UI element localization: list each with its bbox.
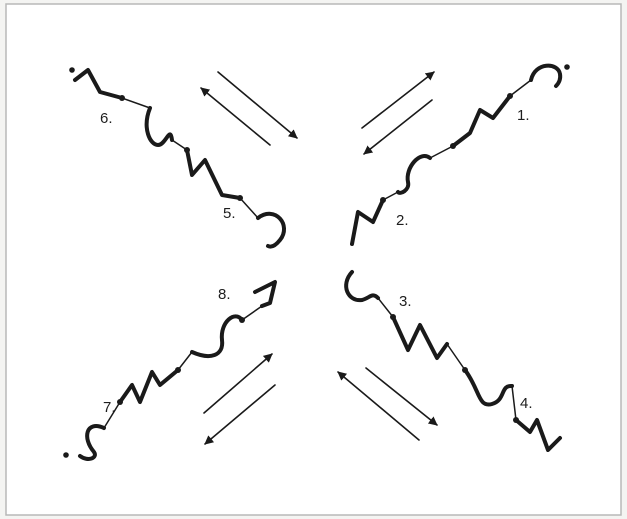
junction-dot [239,317,245,323]
junction-dot [462,367,468,373]
label-7: 7. [103,399,116,416]
junction-dot [513,417,519,423]
junction-dot [390,314,396,320]
junction-dot [237,195,243,201]
label-1: 1. [517,107,530,124]
junction-dot [380,197,386,203]
junction-dot [119,95,125,101]
chain-end-dot [63,452,69,458]
frame-border [6,4,621,515]
junction-dot [117,399,123,405]
label-2: 2. [396,212,409,229]
junction-dot [507,93,513,99]
junction-dot [175,367,181,373]
label-4: 4. [520,395,533,412]
label-8: 8. [218,286,231,303]
label-6: 6. [100,110,113,127]
chain-end-dot [69,67,75,73]
label-5: 5. [223,205,236,222]
junction-dot [184,147,190,153]
chain-end-dot [564,64,570,70]
junction-dot [450,143,456,149]
label-3: 3. [399,293,412,310]
